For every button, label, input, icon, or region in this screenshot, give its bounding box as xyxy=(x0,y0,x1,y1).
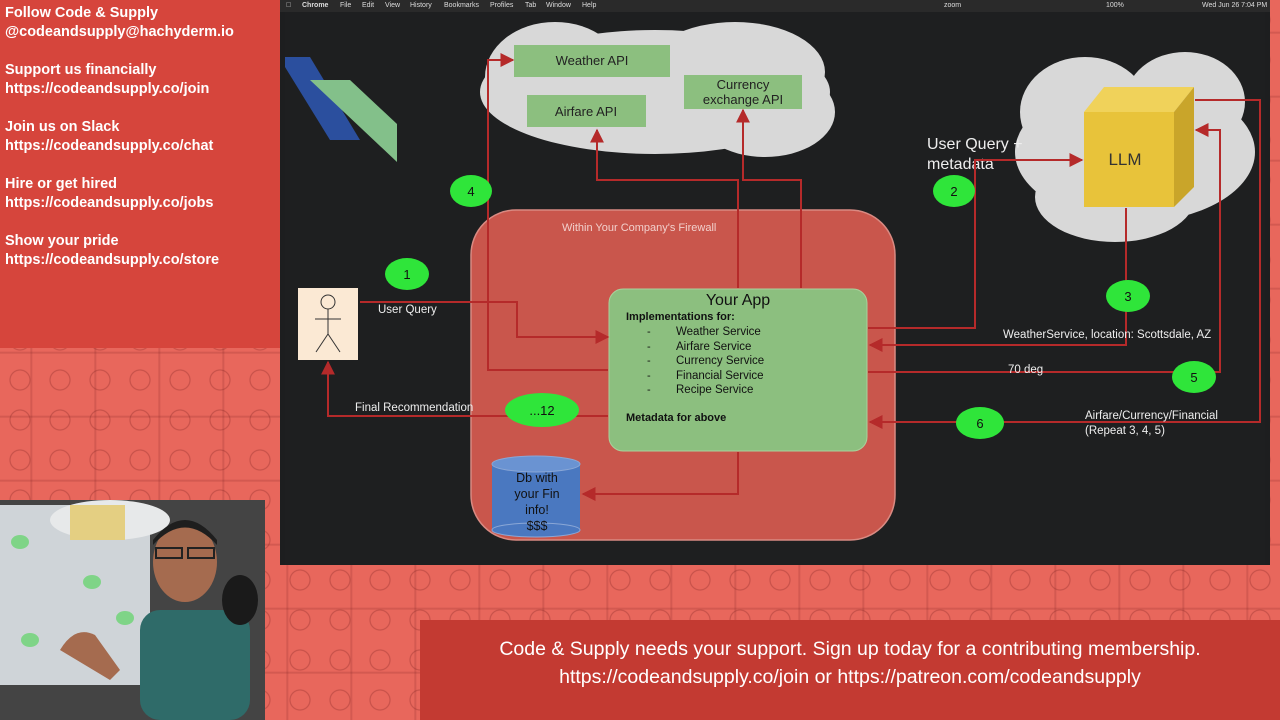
hire-url: https://codeandsupply.co/jobs xyxy=(5,195,214,211)
your-app-box xyxy=(608,288,868,452)
service-item: Weather Service xyxy=(676,326,761,338)
user-query-meta-2: metadata xyxy=(927,156,994,173)
step-badge-label: 4 xyxy=(467,184,474,199)
slack-title: Join us on Slack xyxy=(5,119,120,135)
architecture-slide: Weather API Airfare API Currency exchang… xyxy=(285,12,1265,565)
weather-location-label: WeatherService, location: Scottsdale, AZ xyxy=(1003,329,1211,341)
menu-edit[interactable]: Edit xyxy=(362,2,375,9)
user-query-label: User Query xyxy=(378,304,437,316)
follow-handle: @codeandsupply@hachyderm.io xyxy=(5,24,234,40)
svg-text:-: - xyxy=(647,355,651,367)
menu-app-name[interactable]: Chrome xyxy=(302,2,329,9)
menu-tab[interactable]: Tab xyxy=(525,2,537,9)
menu-help[interactable]: Help xyxy=(582,2,597,9)
temperature-label: 70 deg xyxy=(1008,364,1043,376)
airfare-api-label: Airfare API xyxy=(555,104,617,119)
apple-icon[interactable]:  xyxy=(286,0,291,12)
support-title: Support us financially xyxy=(5,62,157,78)
step-badge-label: ...12 xyxy=(529,403,554,418)
speaker-video-frame xyxy=(0,500,265,720)
db-label-1: Db with xyxy=(516,471,558,485)
service-item: Financial Service xyxy=(676,370,764,382)
llm-cube xyxy=(1084,87,1194,207)
mac-menubar:  Chrome File Edit View History Bookmark… xyxy=(280,0,1270,12)
step-badge-label: 3 xyxy=(1124,289,1131,304)
currency-api-label-1: Currency xyxy=(717,77,770,92)
zoom-status[interactable]: zoom xyxy=(944,2,962,9)
user-query-meta-1: User Query + xyxy=(927,136,1023,153)
screen-share:  Chrome File Edit View History Bookmark… xyxy=(280,0,1270,565)
firewall-label: Within Your Company's Firewall xyxy=(562,222,716,234)
db-label-2: your Fin xyxy=(514,487,559,501)
svg-text:-: - xyxy=(647,370,651,382)
step-badge-5: 5 xyxy=(1172,361,1216,393)
currency-api-label-2: exchange API xyxy=(703,92,783,107)
hire-title: Hire or get hired xyxy=(5,176,117,192)
metadata-label: Metadata for above xyxy=(626,412,726,424)
menu-history[interactable]: History xyxy=(410,2,432,9)
speaker-webcam xyxy=(0,500,265,720)
implementations-title: Implementations for: xyxy=(626,311,735,323)
step-badge-label: 1 xyxy=(403,267,410,282)
support-url: https://codeandsupply.co/join xyxy=(5,81,210,97)
menu-bookmarks[interactable]: Bookmarks xyxy=(444,2,480,9)
step-badge-12: ...12 xyxy=(505,393,579,427)
menu-profiles[interactable]: Profiles xyxy=(490,2,514,9)
airfare-repeat-label-2: (Repeat 3, 4, 5) xyxy=(1085,425,1165,437)
step-badge-label: 2 xyxy=(950,184,957,199)
database-cylinder xyxy=(491,455,581,538)
slack-url: https://codeandsupply.co/chat xyxy=(5,138,214,154)
weather-api-box xyxy=(514,45,670,77)
logo-blue-shape xyxy=(285,57,360,140)
logo-green-shape xyxy=(310,80,397,162)
step-badge-4: 4 xyxy=(450,175,492,207)
step-badge-6: 6 xyxy=(956,407,1004,439)
final-recommendation-label: Final Recommendation xyxy=(355,402,473,414)
step-badge-2: 2 xyxy=(933,175,975,207)
support-banner: Code & Supply needs your support. Sign u… xyxy=(420,620,1280,720)
weather-api-label: Weather API xyxy=(556,53,629,68)
follow-title: Follow Code & Supply xyxy=(5,5,159,21)
services-list: - Weather Service - Airfare Service - Cu… xyxy=(647,326,764,396)
menubar-clock[interactable]: Wed Jun 26 7:04 PM xyxy=(1202,2,1268,9)
menu-file[interactable]: File xyxy=(340,2,352,9)
step-badge-label: 5 xyxy=(1190,370,1197,385)
pride-title: Show your pride xyxy=(5,233,119,249)
svg-text:-: - xyxy=(647,384,651,396)
db-label-4: $$$ xyxy=(527,519,548,533)
your-app-title: Your App xyxy=(706,292,770,309)
service-item: Airfare Service xyxy=(676,341,751,353)
step-badge-3: 3 xyxy=(1106,280,1150,312)
airfare-repeat-label-1: Airfare/Currency/Financial xyxy=(1085,410,1218,422)
pride-url: https://codeandsupply.co/store xyxy=(5,252,220,268)
db-label-3: info! xyxy=(525,503,549,517)
banner-line-2[interactable]: https://codeandsupply.co/join or https:/… xyxy=(559,666,1141,688)
step-badge-label: 6 xyxy=(976,416,983,431)
battery-percent: 100% xyxy=(1106,2,1124,9)
svg-text:-: - xyxy=(647,341,651,353)
step-badge-1: 1 xyxy=(385,258,429,290)
menu-view[interactable]: View xyxy=(385,2,401,9)
service-item: Recipe Service xyxy=(676,384,753,396)
airfare-api-box xyxy=(527,95,646,127)
currency-api-box xyxy=(684,75,802,109)
banner-line-1: Code & Supply needs your support. Sign u… xyxy=(499,638,1201,660)
service-item: Currency Service xyxy=(676,355,764,367)
menu-window[interactable]: Window xyxy=(546,2,571,9)
svg-text:-: - xyxy=(647,326,651,338)
user-stick-figure-icon xyxy=(315,294,341,353)
sidebar-panel: Follow Code & Supply @codeandsupply@hach… xyxy=(0,0,280,348)
llm-label: LLM xyxy=(1108,150,1141,169)
